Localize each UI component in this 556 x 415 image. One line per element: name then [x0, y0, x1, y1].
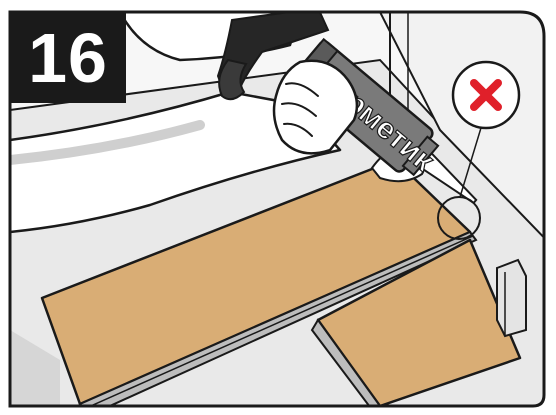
step-number-badge: 16	[10, 13, 126, 103]
profile-post	[497, 260, 526, 336]
warning-badge	[453, 62, 519, 128]
step-number: 16	[28, 23, 108, 93]
